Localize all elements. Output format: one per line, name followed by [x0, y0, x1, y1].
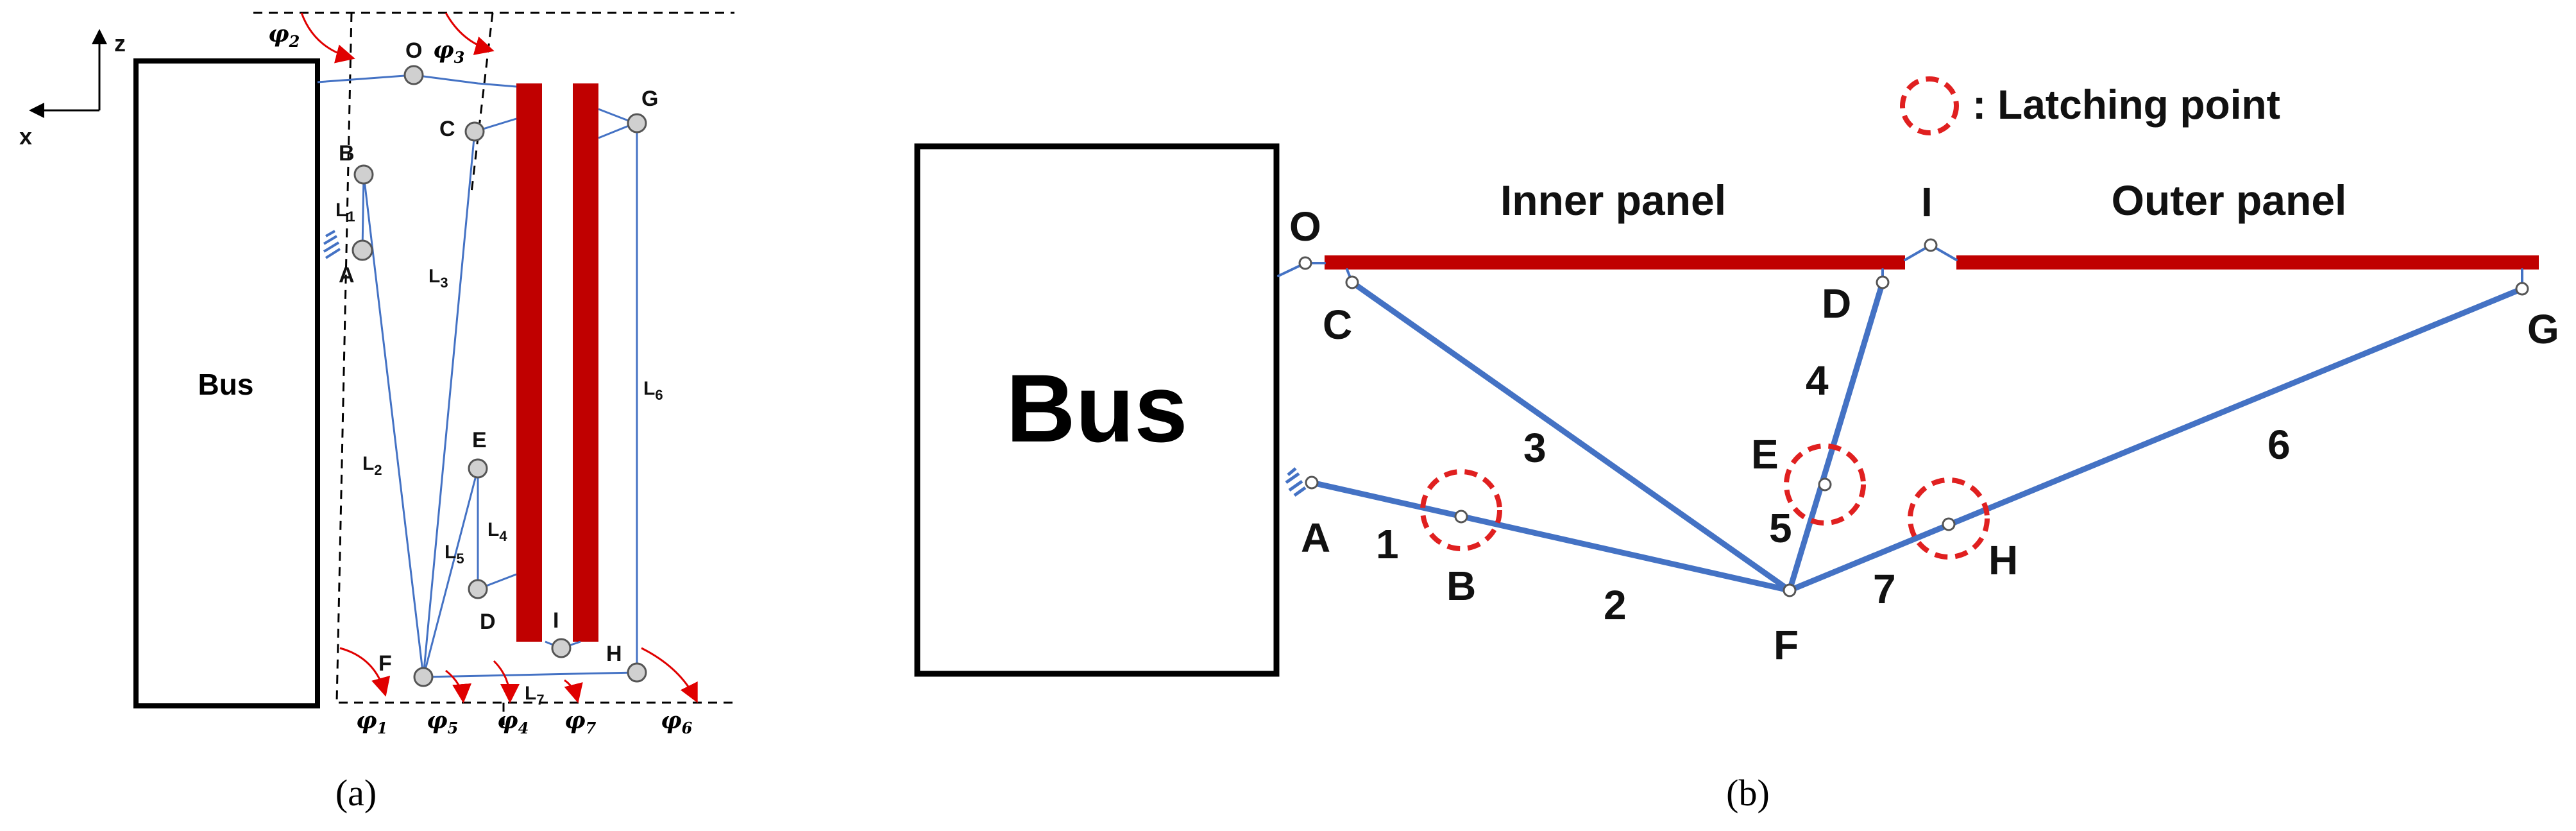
latch-H	[1908, 477, 1990, 560]
label-a-H: H	[606, 642, 622, 666]
panel-a: z x Bus	[19, 12, 734, 814]
label-b-I: I	[1921, 179, 1933, 225]
label-b-G: G	[2527, 306, 2559, 352]
angle-labels-a: φ2 φ3 φ1 φ5 φ4 φ7 φ6	[268, 21, 693, 737]
latch-B	[1420, 469, 1502, 551]
fixed-pivot-hatch-b	[1285, 467, 1307, 497]
outer-panel	[1956, 255, 2539, 270]
label-b-C: C	[1323, 302, 1352, 348]
inner-panel-label: Inner panel	[1500, 176, 1726, 224]
label-a-E: E	[472, 428, 487, 452]
label-a-D: D	[480, 610, 496, 634]
label-a-I: I	[553, 608, 559, 633]
label-b-E: E	[1751, 431, 1779, 477]
caption-b: (b)	[1726, 772, 1770, 814]
fixed-pivot-hatch-a	[323, 230, 341, 259]
joints-b	[1298, 238, 2529, 597]
latching-points	[1420, 443, 1990, 560]
link-label-L6: L6	[643, 378, 663, 403]
label-a-C: C	[439, 117, 455, 141]
links-b	[1277, 243, 2525, 594]
label-b-F: F	[1774, 622, 1799, 668]
panel-b: : Latching point Bus Inner panel Outer p…	[914, 76, 2559, 814]
angle-label-phi4: φ4	[497, 707, 529, 737]
point-labels-b: O C I D G E A B F H	[1289, 179, 2559, 668]
bus-label: Bus	[198, 368, 254, 401]
reference-lines	[253, 12, 734, 725]
link-label-L5: L5	[445, 542, 464, 567]
label-a-G: G	[641, 87, 658, 111]
angle-label-phi6: φ6	[661, 707, 693, 737]
label-a-O: O	[405, 39, 422, 63]
outer-panel-label: Outer panel	[2112, 176, 2347, 224]
bus-body	[133, 58, 320, 708]
link-number-2: 2	[1604, 582, 1627, 628]
legend-latch-icon	[1900, 76, 1959, 135]
label-a-B: B	[339, 141, 355, 166]
bus-body-b	[914, 143, 1280, 677]
link-number-1: 1	[1376, 521, 1399, 567]
link-number-7: 7	[1873, 566, 1896, 612]
legend-text: : Latching point	[1972, 81, 2280, 128]
inner-panel	[1325, 255, 1905, 270]
label-b-B: B	[1446, 563, 1476, 609]
link-number-5: 5	[1769, 505, 1792, 551]
link-label-L4: L4	[487, 519, 507, 544]
point-labels-a: O B A C G E D I H F	[339, 39, 658, 676]
axis-z-label: z	[114, 30, 126, 56]
outer-panel-folded	[573, 83, 598, 642]
link-number-3: 3	[1523, 425, 1546, 471]
link-label-L2: L2	[362, 453, 382, 478]
label-b-H: H	[1988, 537, 2018, 583]
angle-label-phi3: φ3	[433, 37, 464, 67]
latch-E	[1784, 443, 1866, 526]
link-labels-a: L1 L2 L3 L4 L5 L6 L7	[335, 200, 663, 708]
link-number-4: 4	[1806, 357, 1829, 404]
angle-label-phi7: φ7	[564, 707, 597, 737]
link-numbers-b: 1 2 3 4 5 6 7	[1376, 357, 2291, 628]
label-a-F: F	[378, 651, 392, 676]
label-b-O: O	[1289, 203, 1321, 250]
label-b-D: D	[1822, 280, 1851, 327]
link-label-L3: L3	[428, 266, 448, 291]
axis-x-label: x	[19, 123, 32, 150]
angle-arrows-a	[300, 12, 698, 703]
inner-panel-folded	[516, 83, 542, 642]
legend: : Latching point	[1900, 76, 2280, 135]
label-b-A: A	[1301, 515, 1330, 561]
caption-a: (a)	[335, 772, 377, 814]
label-a-A: A	[339, 263, 355, 287]
angle-label-phi1: φ1	[356, 707, 387, 737]
link-label-L1: L1	[335, 200, 355, 225]
angle-label-phi2: φ2	[268, 21, 300, 51]
link-label-L7: L7	[525, 683, 545, 708]
bus-label-b: Bus	[1006, 354, 1187, 462]
axes-indicator: z x	[19, 29, 126, 150]
joints-a	[352, 65, 647, 687]
link-number-6: 6	[2267, 422, 2291, 468]
angle-label-phi5: φ5	[427, 707, 458, 737]
